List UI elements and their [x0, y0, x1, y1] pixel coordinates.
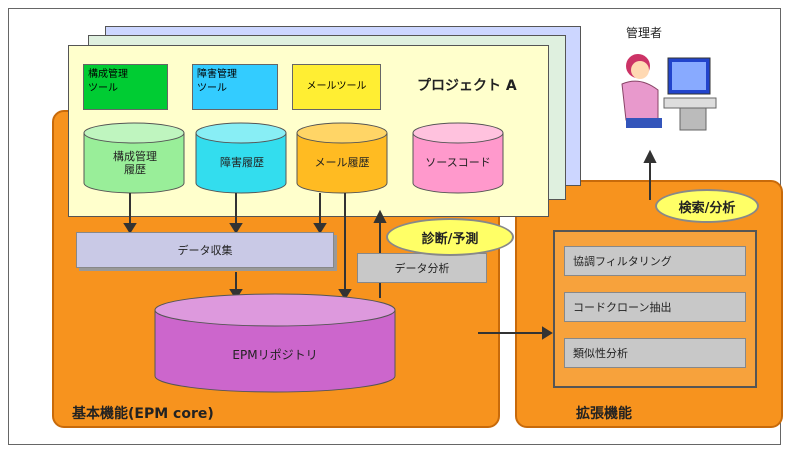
- defect-tool-box: 障害管理 ツール: [192, 64, 278, 110]
- defect-history-cylinder: [195, 122, 287, 194]
- config-history-cylinder: [83, 122, 185, 194]
- ext-item-similarity-label: 類似性分析: [573, 347, 628, 360]
- source-code-cylinder: [412, 122, 504, 194]
- admin-illustration: [621, 54, 717, 131]
- ext-item-cf: 協調フィルタリング: [564, 246, 746, 276]
- mail-history-cylinder: [296, 122, 388, 194]
- mail-tool-box: メールツール: [292, 64, 381, 110]
- data-analysis-label: データ分析: [394, 262, 450, 275]
- defect-history-label: 障害履歴: [220, 156, 264, 169]
- data-collection-label: データ収集: [177, 244, 233, 257]
- core-label: 基本機能(EPM core): [72, 406, 214, 422]
- mail-history-label: メール履歴: [314, 156, 370, 169]
- ext-item-clone-label: コードクローン抽出: [573, 301, 672, 314]
- epm-repository-label: EPMリポジトリ: [232, 348, 318, 362]
- ext-item-clone: コードクローン抽出: [564, 292, 746, 322]
- data-collection-bar: データ収集: [76, 232, 334, 268]
- admin-label: 管理者: [626, 26, 663, 40]
- config-history-label: 構成管理 履歴: [113, 150, 157, 176]
- diagnosis-bubble: 診断/予測: [386, 218, 514, 256]
- config-tool-box: 構成管理 ツール: [83, 64, 168, 110]
- ext-item-similarity: 類似性分析: [564, 338, 746, 368]
- project-title: プロジェクト A: [417, 78, 517, 94]
- data-analysis-box: データ分析: [357, 253, 487, 283]
- ext-item-cf-label: 協調フィルタリング: [573, 255, 672, 268]
- source-code-label: ソースコード: [425, 156, 491, 169]
- ext-label: 拡張機能: [576, 406, 632, 422]
- search-bubble: 検索/分析: [655, 189, 759, 223]
- epm-repository-cylinder: [154, 293, 396, 393]
